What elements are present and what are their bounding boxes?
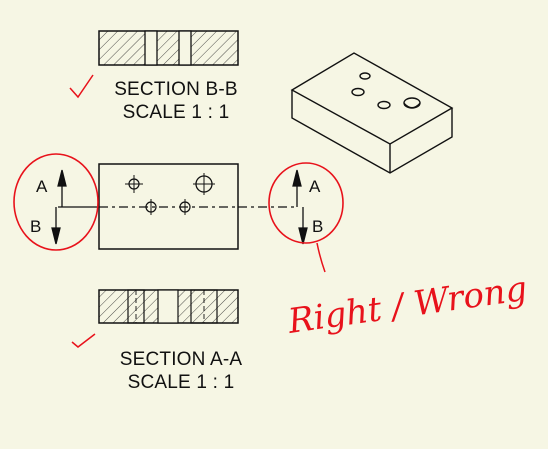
section-bb-title: SECTION B-B bbox=[114, 79, 238, 100]
isometric-block bbox=[290, 52, 454, 174]
left-marker-circle bbox=[13, 153, 99, 251]
section-aa-view bbox=[98, 289, 239, 324]
right-marker-top-letter: A bbox=[309, 177, 321, 196]
section-aa-scale: SCALE 1 : 1 bbox=[127, 372, 235, 393]
left-section-arrows bbox=[51, 169, 67, 245]
annotation-text: Right / Wrong bbox=[285, 269, 530, 342]
check-mark-aa bbox=[71, 333, 96, 348]
section-bb-scale: SCALE 1 : 1 bbox=[122, 102, 230, 123]
section-aa-label: SECTION A-A SCALE 1 : 1 bbox=[96, 348, 266, 394]
check-mark-bb bbox=[69, 74, 94, 99]
section-aa-title: SECTION A-A bbox=[119, 349, 243, 370]
left-marker-top-letter: A bbox=[36, 177, 48, 196]
left-marker-bottom-letter: B bbox=[30, 217, 42, 236]
right-section-arrows bbox=[292, 169, 308, 245]
right-marker-bottom-letter: B bbox=[312, 217, 324, 236]
annotation-leader bbox=[316, 242, 326, 273]
section-bb-label: SECTION B-B SCALE 1 : 1 bbox=[96, 78, 256, 124]
right-marker-circle bbox=[268, 162, 344, 244]
section-bb-view bbox=[98, 30, 239, 66]
